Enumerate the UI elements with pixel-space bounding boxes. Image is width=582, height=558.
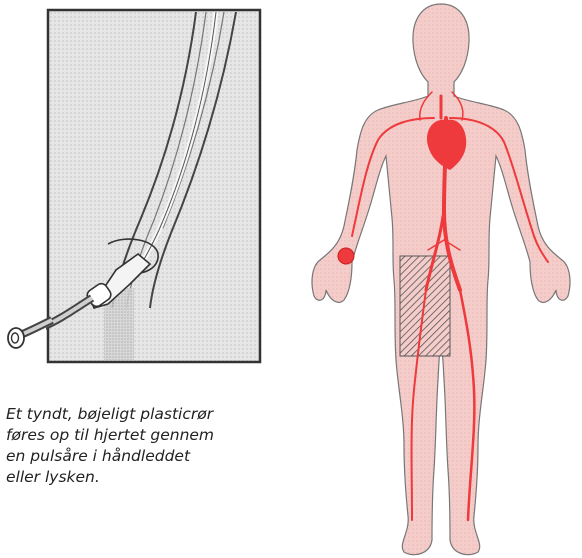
catheter-inset — [46, 8, 262, 364]
human-body-figure — [300, 0, 582, 558]
caption-line-3: en pulsåre i håndleddet — [6, 446, 306, 467]
caption: Et tyndt, bøjeligt plasticrør føres op t… — [6, 404, 306, 488]
caption-line-2: føres op til hjertet gennem — [6, 425, 306, 446]
wrist-access-point — [338, 248, 354, 264]
caption-line-4: eller lysken. — [6, 467, 306, 488]
groin-access-area — [400, 256, 450, 356]
catheter-tip — [0, 310, 60, 360]
caption-line-1: Et tyndt, bøjeligt plasticrør — [6, 404, 306, 425]
